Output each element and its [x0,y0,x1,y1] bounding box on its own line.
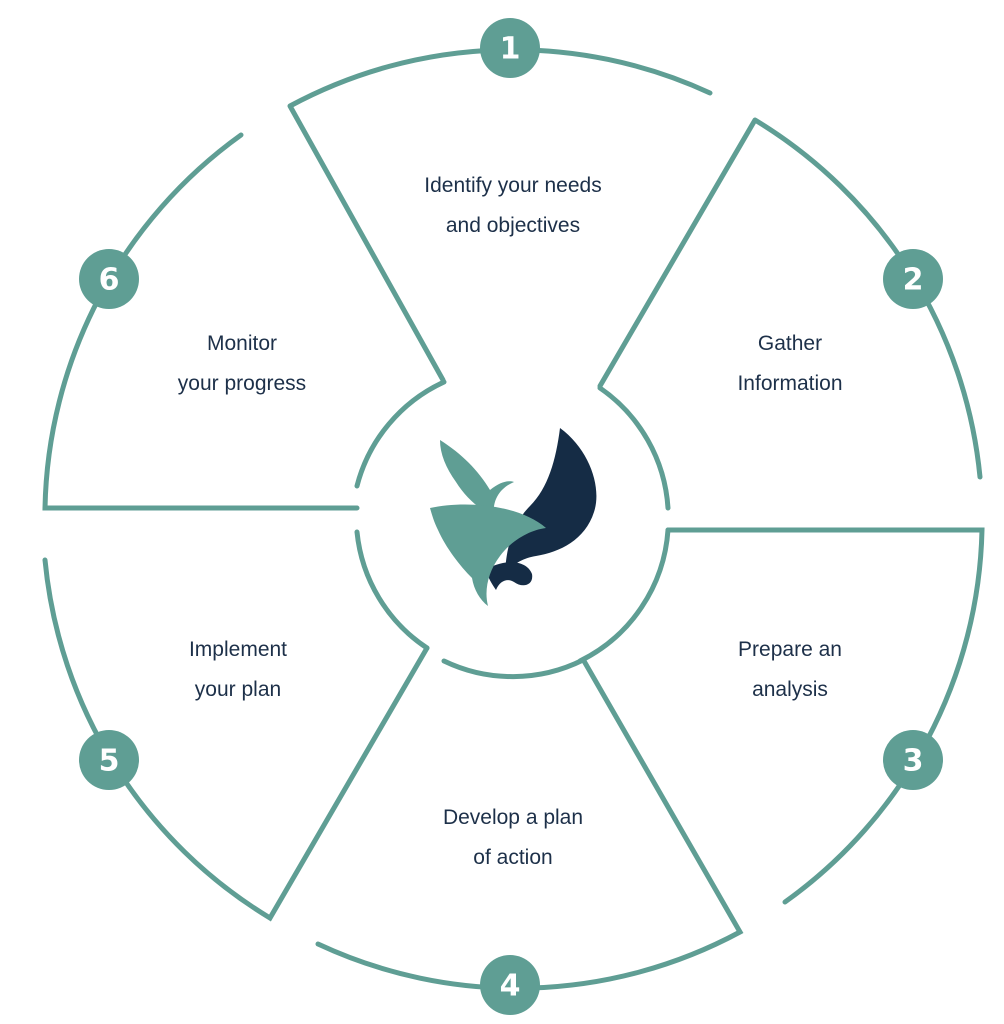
step-5-badge: 5 [79,730,139,790]
step-5-label-line2: your plan [194,678,282,701]
bird-teal-wing [440,440,514,516]
step-2-label-line2: Information [737,372,843,395]
step-2-badge: 2 [883,249,943,309]
segment-3-outline [665,527,985,905]
step-2-label-line1: Gather [757,332,823,355]
inner-ring-top-left [354,379,447,489]
step-3-number: 3 [903,744,924,779]
step-4-label-line2: of action [473,846,553,869]
step-6-badge: 6 [79,249,139,309]
bird-dark-head [486,562,533,590]
inner-ring-top-right [597,385,671,511]
step-5-label: Implement your plan [108,630,368,710]
step-3-label-line1: Prepare an [738,638,842,661]
step-5-circle [79,730,139,790]
inner-ring-bottom [441,657,586,680]
bird-logo-icon [430,428,597,606]
step-6-circle [79,249,139,309]
step-2-number: 2 [903,263,924,298]
step-1-label: Identify your needs and objectives [383,166,643,246]
step-6-number: 6 [99,263,120,298]
step-2-label: Gather Information [660,324,920,404]
inner-ring-bottom-left [354,529,430,651]
step-1-circle [480,18,540,78]
step-1-label-line1: Identify your needs [424,174,602,197]
step-5-number: 5 [99,744,120,779]
step-4-badge: 4 [480,955,540,1015]
step-3-label: Prepare an analysis [660,630,920,710]
bird-teal-body [430,504,546,606]
step-3-label-line2: analysis [752,678,828,701]
step-5-label-line1: Implement [188,638,288,661]
step-1-label-line2: and objectives [445,214,581,237]
step-3-circle [883,730,943,790]
step-4-label-line1: Develop a plan [442,806,584,829]
inner-ring-bottom-right [577,527,671,664]
step-6-label-line1: Monitor [206,332,278,355]
step-4-circle [480,955,540,1015]
bird-dark-wing [505,428,597,575]
step-2-circle [883,249,943,309]
step-6-label-line2: your progress [177,372,307,395]
segment-6-outline [42,132,360,511]
step-4-label: Develop a plan of action [383,798,643,878]
step-4-number: 4 [500,969,521,1004]
step-1-badge: 1 [480,18,540,78]
step-3-badge: 3 [883,730,943,790]
step-6-label: Monitor your progress [112,324,372,404]
step-1-number: 1 [500,32,521,67]
